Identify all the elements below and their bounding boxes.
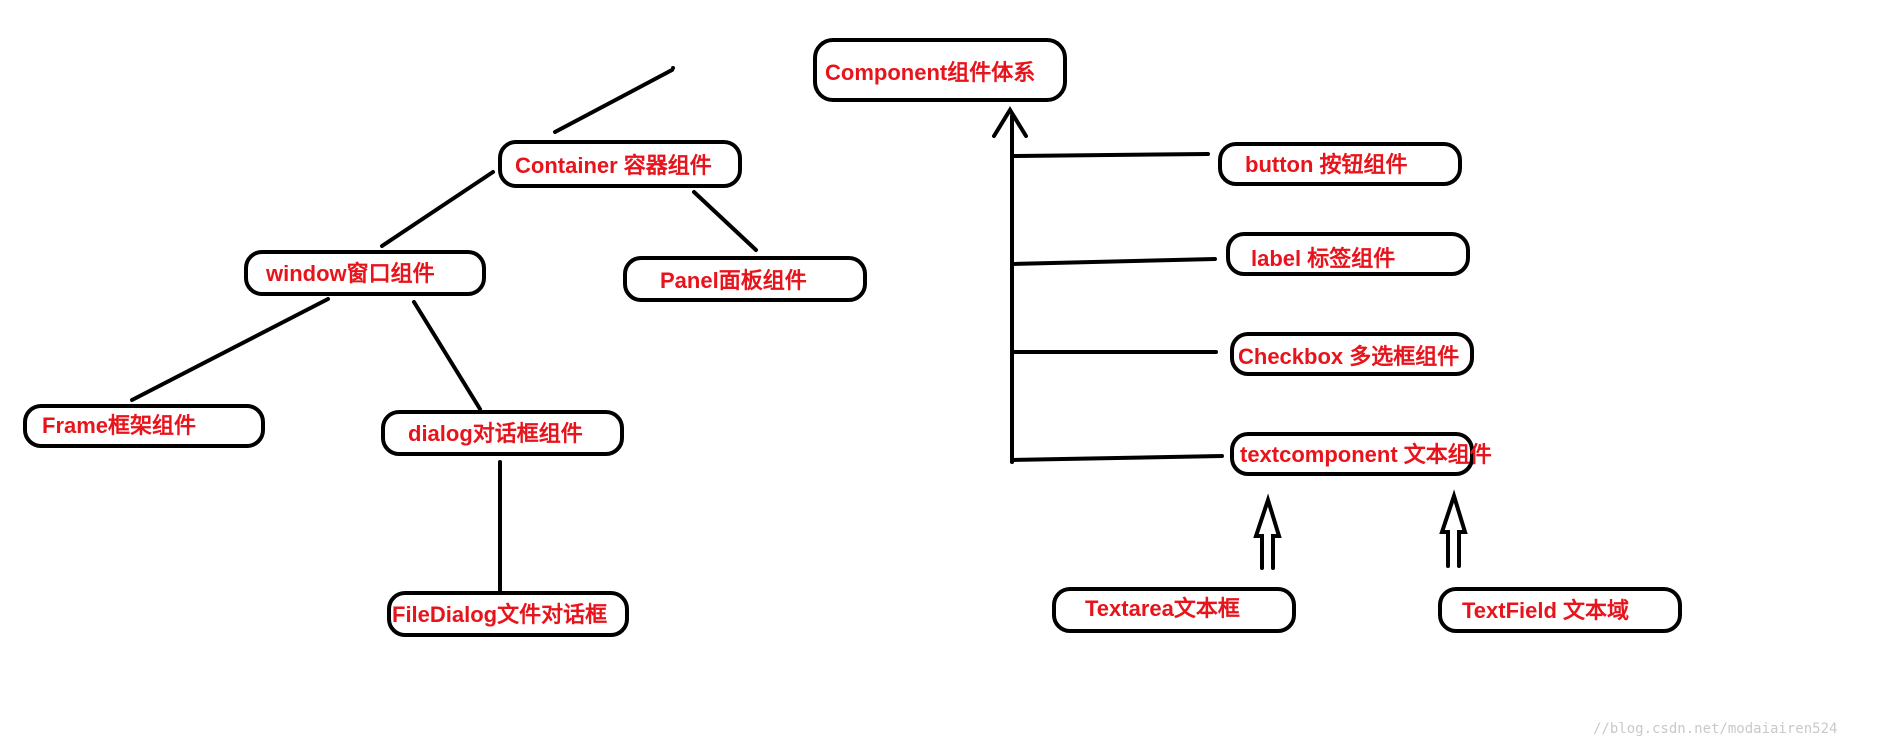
- edge-frame-to-window: [130, 297, 330, 402]
- window-label: window窗口组件: [265, 261, 435, 286]
- edges: [130, 66, 1468, 592]
- frame-box: [23, 404, 265, 448]
- textarea-label: Textarea文本框: [1085, 596, 1240, 621]
- node-labels: Component组件体系 Container 容器组件 window窗口组件 …: [42, 60, 1629, 627]
- edge-label-to-shaft: [1010, 257, 1217, 266]
- edge-panel-to-container: [692, 190, 758, 252]
- node-boxes: [23, 38, 1682, 637]
- edge-dialog-to-window: [412, 300, 482, 411]
- edge-window-to-container: [380, 170, 495, 248]
- textarea-box: [1052, 587, 1296, 633]
- textcomponent-label: textcomponent 文本组件: [1240, 442, 1492, 467]
- label-label: label 标签组件: [1251, 246, 1395, 271]
- dialog-box: [381, 410, 624, 456]
- edge-container-to-component: [553, 68, 674, 134]
- textfield-label: TextField 文本域: [1462, 598, 1629, 623]
- component-box: [813, 38, 1067, 102]
- container-box: [498, 140, 742, 188]
- window-box: [244, 250, 486, 296]
- panel-label: Panel面板组件: [660, 268, 807, 293]
- arrow-textfield-to-textcomponent: [1439, 489, 1468, 568]
- checkbox-box: [1230, 332, 1474, 376]
- arrow-head-to-component: [992, 106, 1028, 138]
- watermark-text: //blog.csdn.net/modaiairen524: [1593, 721, 1837, 737]
- textfield-box: [1438, 587, 1682, 633]
- arrow-textarea-to-textcomponent: [1253, 493, 1282, 570]
- container-label: Container 容器组件: [515, 153, 712, 178]
- panel-box: [623, 256, 867, 302]
- button-box: [1218, 142, 1462, 186]
- component-label: Component组件体系: [825, 60, 1035, 85]
- checkbox-label: Checkbox 多选框组件: [1238, 344, 1459, 369]
- dialog-label: dialog对话框组件: [408, 421, 583, 446]
- filedialog-label: FileDialog文件对话框: [392, 602, 607, 627]
- textcomponent-box: [1230, 432, 1474, 476]
- edge-button-to-shaft: [1010, 152, 1210, 158]
- filedialog-box: [387, 591, 629, 637]
- edge-textcomponent-to-shaft: [1010, 454, 1224, 462]
- frame-label: Frame框架组件: [42, 413, 196, 438]
- label-box: [1226, 232, 1470, 276]
- button-label: button 按钮组件: [1245, 152, 1408, 177]
